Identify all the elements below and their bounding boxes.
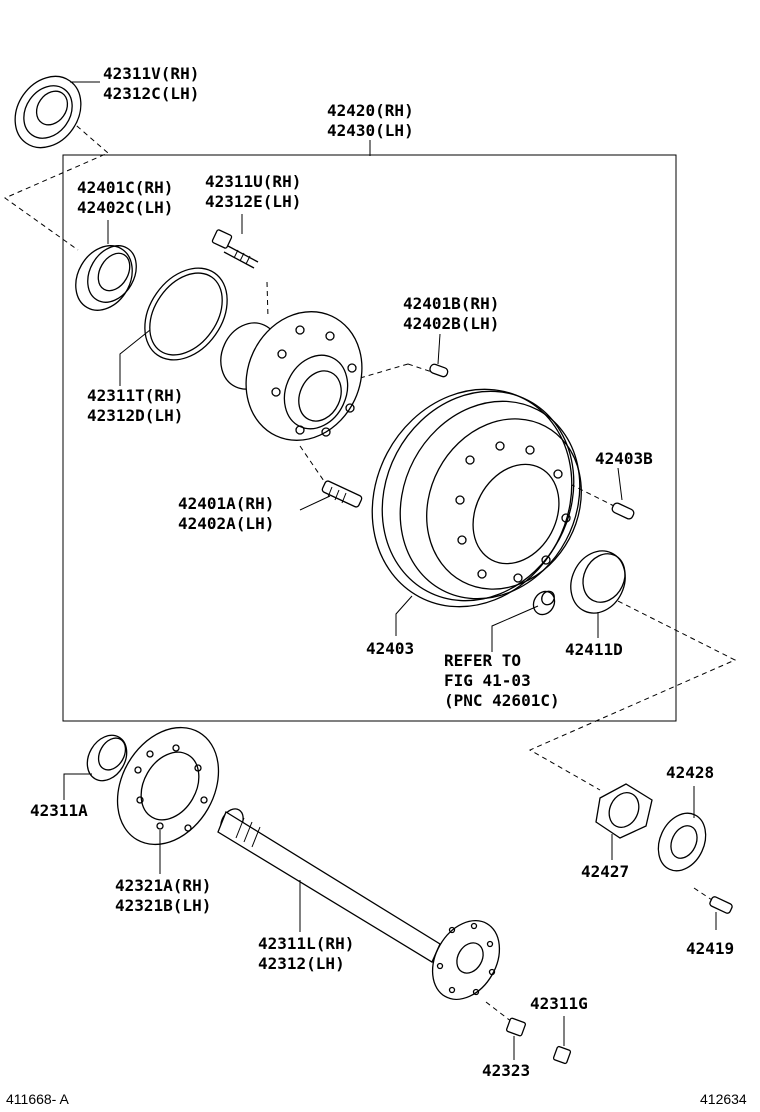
label-42428: 42428 [666,763,714,782]
label-42312: 42312(LH) [258,954,345,973]
plug-refer-fig-41-03[interactable] [529,588,558,619]
label-42402c: 42402C(LH) [77,198,173,217]
oil-seal-42311a[interactable] [79,728,134,788]
nut-42323[interactable] [506,1017,526,1037]
label-42430: 42430(LH) [327,121,414,140]
label-refer-pnc: (PNC 42601C) [444,691,560,710]
label-42321b: 42321B(LH) [115,896,211,915]
label-refer-to: REFER TO [444,651,521,670]
label-42311v: 42311V(RH) [103,64,199,83]
pin-42401b[interactable] [429,363,449,378]
label-42419: 42419 [686,939,734,958]
footer-left-code: 411668- A [6,1091,69,1107]
label-42401b: 42401B(RH) [403,294,499,313]
label-42311g: 42311G [530,994,588,1013]
label-42311t: 42311T(RH) [87,386,183,405]
label-42401a: 42401A(RH) [178,494,274,513]
oil-seal-42311v[interactable] [2,64,95,161]
part-labels: 42311V(RH) 42312C(LH) 42420(RH) 42430(LH… [30,64,734,1080]
label-42420: 42420(RH) [327,101,414,120]
brake-drum-42403[interactable] [335,354,614,642]
label-42312e: 42312E(LH) [205,192,301,211]
leader-lines [63,81,717,1060]
snap-ring-42311t[interactable] [128,252,244,375]
hub-bolt-42311u[interactable] [211,229,259,269]
label-42311l: 42311L(RH) [258,934,354,953]
label-42403b: 42403B [595,449,653,468]
label-42321a: 42321A(RH) [115,876,211,895]
label-42401c: 42401C(RH) [77,178,173,197]
bearing-42401c[interactable] [64,236,146,321]
label-42402b: 42402B(LH) [403,314,499,333]
axle-shaft-42311l[interactable] [216,805,513,1011]
label-42312d: 42312D(LH) [87,406,183,425]
label-42311u: 42311U(RH) [205,172,301,191]
hub-bolt-42401a[interactable] [321,480,363,508]
label-refer-fig: FIG 41-03 [444,671,531,690]
axle-hub[interactable] [210,293,382,460]
label-42311a: 42311A [30,801,88,820]
assembly-frame [62,154,677,722]
label-42402a: 42402A(LH) [178,514,274,533]
bolt-42419[interactable] [709,896,733,914]
screw-42403b[interactable] [611,502,635,520]
label-42323: 42323 [482,1061,530,1080]
nut-42311g[interactable] [552,1045,572,1065]
retainer-42427[interactable] [595,783,653,839]
label-42312c: 42312C(LH) [103,84,199,103]
label-42427: 42427 [581,862,629,881]
bearing-42411d[interactable] [561,542,635,622]
footer-right-code: 412634 [700,1091,747,1107]
label-42403: 42403 [366,639,414,658]
label-42411d: 42411D [565,640,623,659]
gasket-42428[interactable] [649,806,714,879]
gasket-42321a[interactable] [97,709,239,862]
